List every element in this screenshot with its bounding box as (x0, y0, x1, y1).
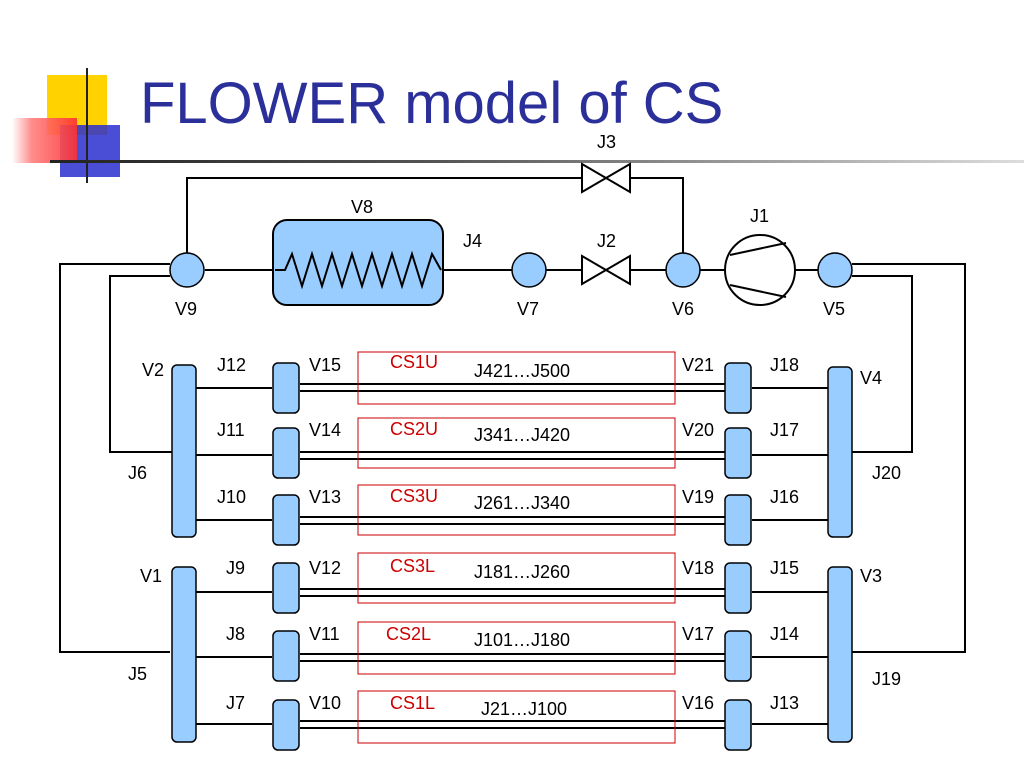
plenum-v1 (171, 566, 197, 743)
label-j17: J17 (770, 420, 799, 440)
valve-icon-j3 (581, 162, 631, 194)
section-junctions: J261…J340 (474, 493, 570, 513)
section-name: CS2L (386, 624, 431, 644)
label-j8: J8 (226, 624, 245, 644)
plenum-v3 (827, 566, 853, 743)
page-title: FLOWER model of CS (140, 71, 724, 136)
label-v7: V7 (517, 299, 539, 319)
section-junctions: J21…J100 (481, 699, 567, 719)
label-v20: V20 (682, 420, 714, 440)
line-v9-j6 (109, 275, 172, 453)
channel-lines (300, 383, 725, 729)
label-v3: V3 (860, 566, 882, 586)
label-j18: J18 (770, 355, 799, 375)
section-name: CS1L (390, 693, 435, 713)
label-v1: V1 (140, 566, 162, 586)
section-name: CS2U (390, 419, 438, 439)
volume-v17 (724, 630, 752, 682)
label-v19: V19 (682, 487, 714, 507)
label-j3: J3 (597, 132, 616, 152)
label-j14: J14 (770, 624, 799, 644)
label-j11: J11 (217, 420, 245, 440)
volume-v14 (272, 427, 300, 479)
label-j13: J13 (770, 693, 799, 713)
label-v18: V18 (682, 558, 714, 578)
volume-v5 (817, 252, 853, 288)
label-v8: V8 (351, 197, 373, 217)
section-name: CS3U (390, 486, 438, 506)
label-v6: V6 (672, 299, 694, 319)
section-junctions: J341…J420 (474, 425, 570, 445)
section-box-cs3l (357, 552, 676, 604)
section-name: CS1U (390, 352, 438, 372)
label-j2: J2 (597, 231, 616, 251)
label-v9: V9 (175, 299, 197, 319)
label-v13: V13 (309, 487, 341, 507)
volume-v21 (724, 362, 752, 414)
plenum-v4 (827, 366, 853, 538)
label-j5: J5 (128, 664, 147, 684)
label-v5: V5 (823, 299, 845, 319)
line-v9-j5 (59, 263, 170, 653)
volume-v7 (511, 252, 547, 288)
label-j16: J16 (770, 487, 799, 507)
label-v21: V21 (682, 355, 714, 375)
label-j12: J12 (217, 355, 246, 375)
volume-v15 (272, 362, 300, 414)
section-box-cs2u (357, 417, 676, 469)
deco-red-square (12, 118, 77, 163)
label-j9: J9 (226, 558, 245, 578)
label-j10: J10 (217, 487, 246, 507)
label-v15: V15 (309, 355, 341, 375)
valve-icon-j2 (581, 254, 631, 286)
volume-v12 (272, 562, 300, 614)
label-v2: V2 (142, 360, 164, 380)
label-v10: V10 (309, 693, 341, 713)
volume-v9 (169, 252, 205, 288)
label-j6: J6 (128, 463, 147, 483)
branch-lines (196, 387, 828, 725)
section-junctions: J421…J500 (474, 361, 570, 381)
label-v4: V4 (860, 368, 882, 388)
label-j1: J1 (750, 206, 769, 226)
deco-vertical-line (86, 68, 88, 183)
volume-v13 (272, 494, 300, 546)
heater-icon-v8 (272, 219, 444, 306)
label-j20: J20 (872, 463, 901, 483)
line-v5-j19 (852, 263, 966, 653)
section-box-cs1l (357, 690, 676, 744)
line-j3-left (186, 177, 582, 270)
section-box-cs1u (357, 351, 676, 405)
pump-icon-j1 (724, 234, 796, 306)
label-v12: V12 (309, 558, 341, 578)
plenum-v2 (171, 364, 197, 538)
volume-v10 (272, 699, 300, 751)
section-junctions: J101…J180 (474, 630, 570, 650)
title-underline (50, 160, 1024, 163)
section-box-cs2l (357, 621, 676, 675)
line-j3-right (630, 177, 684, 270)
label-v11: V11 (309, 624, 340, 644)
volume-v16 (724, 699, 752, 751)
volume-v19 (724, 494, 752, 546)
section-box-cs3u (357, 484, 676, 536)
label-j4: J4 (463, 231, 482, 251)
label-j7: J7 (226, 693, 245, 713)
label-j19: J19 (872, 669, 901, 689)
volume-v11 (272, 630, 300, 682)
line-v5-j20 (852, 275, 913, 453)
label-v17: V17 (682, 624, 714, 644)
section-name: CS3L (390, 556, 435, 576)
label-v14: V14 (309, 420, 341, 440)
volume-v20 (724, 427, 752, 479)
label-j15: J15 (770, 558, 799, 578)
label-v16: V16 (682, 693, 714, 713)
section-junctions: J181…J260 (474, 562, 570, 582)
volume-v18 (724, 562, 752, 614)
volume-v6 (665, 252, 701, 288)
